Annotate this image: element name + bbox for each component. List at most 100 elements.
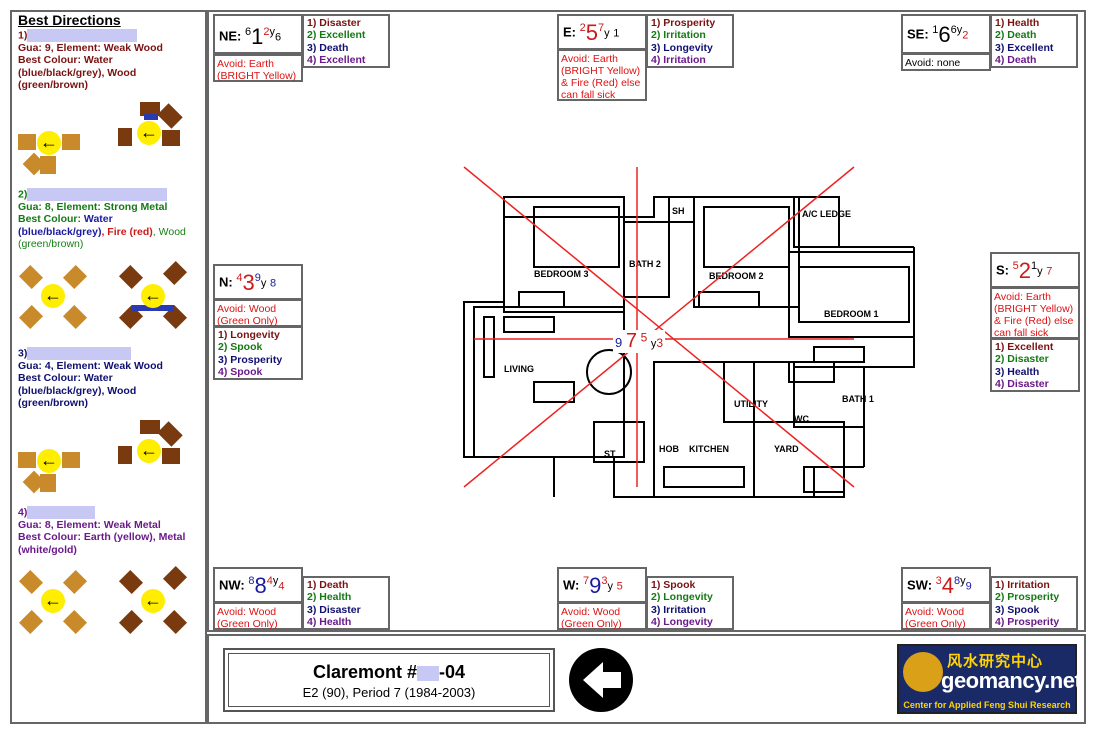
pinwheel-diagram-3: ← ← — [18, 419, 199, 498]
pinwheel-diagram-2: ← ← — [18, 260, 199, 339]
sector-label: W: — [563, 577, 580, 593]
colour-label: Best Colour: — [18, 54, 84, 66]
star-mountain: 1 — [932, 24, 939, 37]
element-label: , Element: — [50, 41, 104, 54]
element-label: , Element: — [50, 200, 104, 213]
rating-2: 2) Excellent — [307, 29, 366, 42]
star-y: y — [260, 277, 267, 290]
rating-2: 2) Health — [307, 591, 352, 604]
arrow-left-icon: ← — [140, 121, 158, 142]
best-direction-entry-2: 2) Gua: 8, Element: Strong Metal Best Co… — [18, 187, 199, 251]
sector-s-stars: S: 521y 7 — [990, 252, 1080, 288]
room-label: BEDROOM 3 — [534, 269, 589, 279]
element-value: Weak Wood — [103, 41, 163, 54]
element-label: , Element: — [50, 359, 104, 372]
geomancy-logo[interactable]: 风水研究中心 geomancy.net Center for Applied F… — [897, 644, 1082, 714]
room-label: WC — [794, 414, 809, 424]
room-label: UTILITY — [734, 399, 768, 409]
star-water: 7 — [598, 22, 605, 35]
room-label: BATH 2 — [629, 259, 661, 269]
room-label: BEDROOM 1 — [824, 309, 879, 319]
rating-1: 1) Death — [307, 579, 349, 591]
colour-label: Best Colour: — [18, 531, 84, 543]
colour-value-fire: , Fire (red) — [101, 225, 153, 238]
sector-label: SW: — [907, 577, 933, 593]
back-button[interactable] — [569, 648, 633, 712]
rating-4: 4) Health — [307, 615, 352, 628]
room-label: BEDROOM 2 — [709, 271, 764, 281]
sector-e-avoid: Avoid: Earth (BRIGHT Yellow) & Fire (Red… — [557, 49, 647, 101]
entry-number: 3) — [18, 346, 28, 359]
property-title: Claremont #-04 — [312, 662, 466, 682]
star-y: y — [956, 24, 963, 37]
room-label: HOB — [659, 444, 680, 454]
star-water: 8 — [954, 575, 961, 588]
rating-4: 4) Irritation — [651, 53, 706, 66]
star-year: 8 — [269, 277, 277, 290]
arrow-left-icon: ← — [140, 439, 158, 460]
gua-value: 4 — [44, 359, 51, 372]
gua-label: Gua: — [18, 359, 45, 372]
rating-4: 4) Excellent — [307, 53, 366, 66]
sector-sw-stars: SW: 348y9 — [901, 567, 991, 603]
logo-tagline: Center for Applied Feng Shui Research — [903, 700, 1071, 710]
sector-e-stars: E: 257y 1 — [557, 14, 647, 50]
property-subtitle: E2 (90), Period 7 (1984-2003) — [302, 685, 476, 700]
sector-se-ratings: 1) Health 2) Death 3) Excellent 4) Death — [990, 14, 1078, 68]
star-water: 9 — [254, 272, 261, 285]
redacted-name — [27, 187, 168, 201]
sector-se-stars: SE: 166y2 — [901, 14, 991, 54]
pinwheel-icon: ← — [118, 260, 188, 329]
sector-se-avoid: Avoid: none — [901, 53, 991, 71]
star-base: 1 — [251, 24, 264, 49]
gua-label: Gua: — [18, 41, 45, 54]
rating-4: 4) Disaster — [995, 377, 1049, 390]
star-year: 4 — [278, 580, 285, 593]
rating-2: 2) Longevity — [651, 591, 713, 604]
colour-value: Water (blue/black/grey), Wood (green/bro… — [18, 54, 137, 91]
redacted-name — [27, 505, 96, 519]
best-directions-panel: Best Directions 1) Gua: 9, Element: Weak… — [10, 10, 207, 724]
star-water: 3 — [601, 575, 608, 588]
colour-label: Best Colour: — [18, 213, 84, 225]
rating-2: 2) Prosperity — [995, 591, 1060, 604]
star-y: y — [1037, 265, 1043, 278]
redacted-name — [27, 28, 138, 42]
sector-label: SE: — [907, 26, 929, 42]
star-year: 5 — [616, 580, 623, 593]
colour-label: Best Colour: — [18, 372, 84, 384]
sector-label: NE: — [219, 28, 242, 44]
colour-value-wood: , Wood (green/brown) — [18, 225, 186, 251]
rating-1: 1) Longevity — [218, 329, 280, 341]
star-base: 3 — [242, 270, 255, 295]
sector-sw-ratings: 1) Irritation 2) Prosperity 3) Spook 4) … — [990, 576, 1078, 630]
arrow-left-icon: ← — [144, 284, 162, 305]
room-label: A/C LEDGE — [802, 209, 851, 219]
sector-e-ratings: 1) Prosperity 2) Irritation 3) Longevity… — [646, 14, 734, 68]
sector-ne-stars: NE: 612y6 — [213, 14, 303, 54]
arrow-left-icon: ← — [144, 590, 162, 610]
star-y: y — [607, 580, 614, 593]
pinwheel-icon: ← — [18, 264, 88, 329]
center-stars: 9 7 5 y3 — [613, 330, 666, 353]
sector-ne-avoid: Avoid: Earth (BRIGHT Yellow) — [213, 54, 303, 82]
pinwheel-diagram-1: ← ← — [18, 101, 199, 180]
room-label: YARD — [774, 444, 799, 454]
star-mountain: 6 — [245, 26, 252, 39]
rating-1: 1) Prosperity — [651, 17, 716, 29]
room-label: KITCHEN — [689, 444, 729, 454]
rating-3: 3) Spook — [995, 603, 1040, 616]
element-label: , Element: — [50, 518, 104, 531]
rating-1: 1) Health — [995, 17, 1040, 29]
gua-label: Gua: — [18, 518, 45, 531]
star-base: 8 — [254, 573, 267, 598]
star-water: 2 — [263, 26, 270, 39]
logo-chinese: 风水研究中心 — [947, 652, 1044, 670]
footer-panel: Claremont #-04 E2 (90), Period 7 (1984-2… — [207, 634, 1086, 724]
property-title-box: Claremont #-04 E2 (90), Period 7 (1984-2… — [223, 648, 555, 712]
colour-value: Earth (yellow), Metal (white/gold) — [18, 531, 186, 556]
star-water: 6 — [950, 24, 957, 37]
arrow-left-icon: ← — [44, 284, 62, 305]
element-value: Strong Metal — [103, 200, 168, 213]
rating-2: 2) Spook — [218, 341, 263, 354]
